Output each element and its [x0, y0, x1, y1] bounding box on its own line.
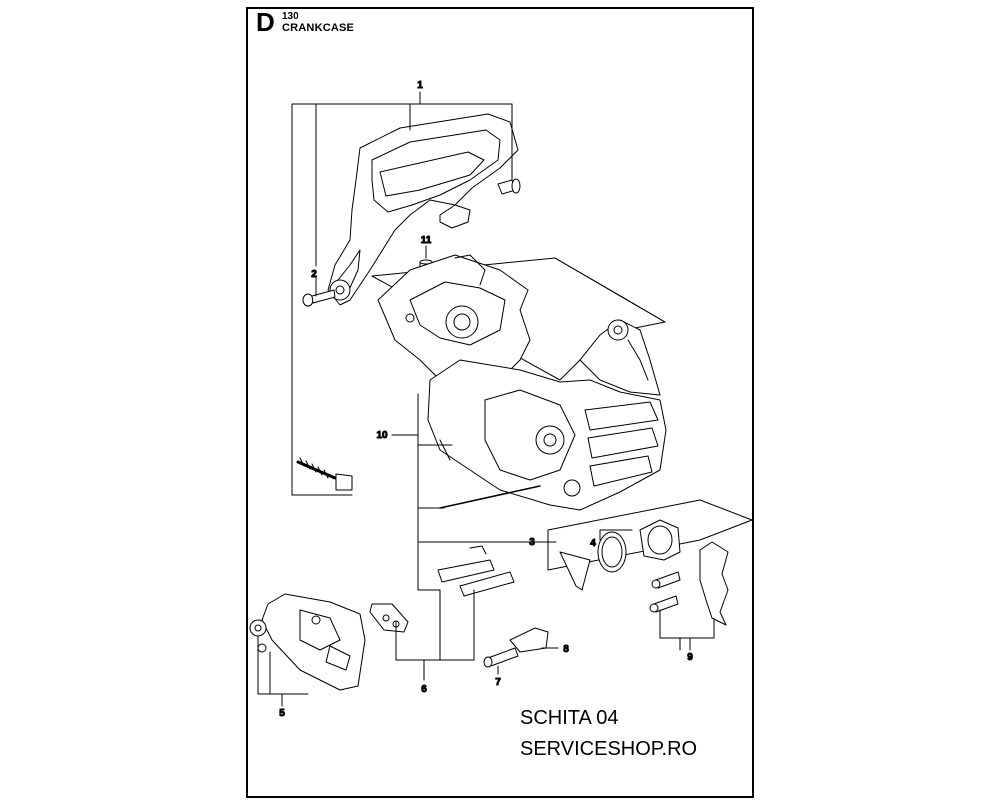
callout-3: 3 [529, 537, 535, 548]
screw-part-2 [302, 289, 336, 307]
section-title: CRANKCASE [282, 22, 355, 34]
spring-part [296, 457, 353, 491]
callout-7: 7 [495, 677, 501, 688]
rear-handle-part [327, 113, 519, 306]
callout-4: 4 [590, 538, 596, 549]
callout-1: 1 [417, 80, 423, 91]
callout-10: 10 [376, 430, 388, 441]
section-letter: D [256, 7, 275, 37]
guide-bar-studs-part-6 [369, 545, 515, 633]
oil-seal-assembly [547, 499, 753, 591]
pin-rods [439, 439, 541, 509]
leader-lines [257, 91, 715, 707]
callout-2: 2 [311, 269, 317, 280]
screw-part-7 [483, 647, 519, 668]
diagram-frame [246, 7, 754, 798]
callout-8: 8 [563, 644, 569, 655]
shop-watermark: SERVICESHOP.RO [520, 738, 698, 760]
bracket-part-9 [649, 541, 729, 626]
crankcase-body [371, 254, 667, 511]
chain-guard-part-5 [249, 593, 366, 691]
callout-6: 6 [421, 684, 427, 695]
callout-5: 5 [279, 708, 285, 719]
callout-11: 11 [421, 235, 432, 246]
clip-part-8 [509, 627, 549, 653]
sheet-label: SCHITA 04 [520, 707, 619, 729]
section-number: 130 [282, 11, 299, 22]
callout-9: 9 [687, 652, 693, 663]
screw-part-1 [497, 178, 521, 195]
